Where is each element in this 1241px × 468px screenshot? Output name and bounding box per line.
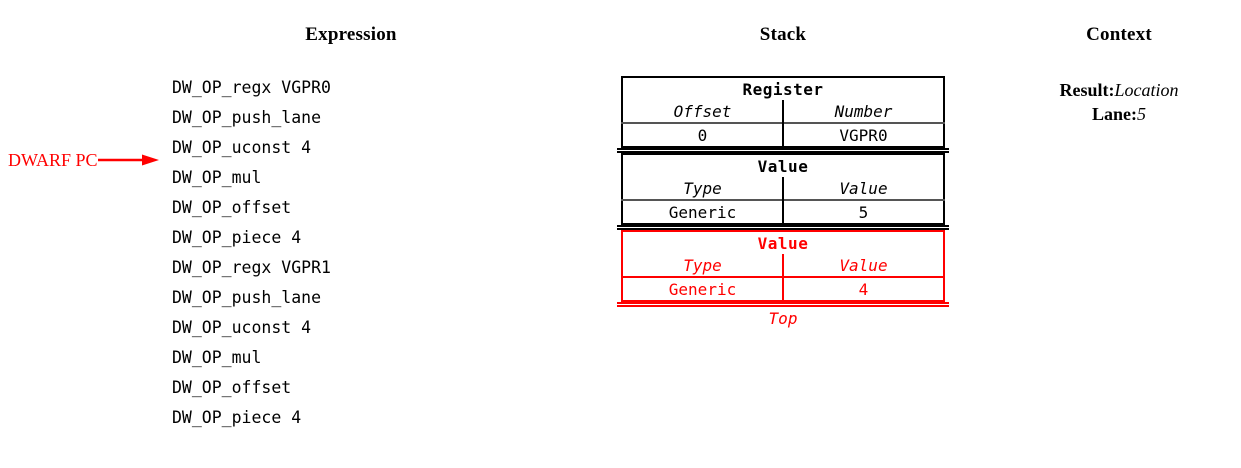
table-row: Generic 4 [622,276,944,301]
expression-line: DW_OP_uconst 4 [172,138,312,157]
expression-opcode-list: DW_OP_regx VGPR0 DW_OP_push_lane DW_OP_u… [172,73,502,433]
stack-entry-title: Register [742,79,824,99]
context-row-lane: Lane:5 [1009,102,1229,126]
stack-entry-value: 5 [783,199,944,224]
stack-top-separator [617,302,949,307]
table-row: Type Value [622,177,944,200]
stack-entry-register: Register Offset Number 0 VGPR0 [621,76,945,148]
stack-entry-value-generic-5: Value Type Value Generic 5 [621,153,945,225]
context-key: Lane: [1092,104,1137,124]
table-row: 0 VGPR0 [622,122,944,147]
expression-line: DW_OP_regx VGPR1 [172,258,331,277]
expression-line: DW_OP_push_lane [172,288,322,307]
expression-line: DW_OP_regx VGPR0 [172,78,331,97]
context-key: Result: [1059,80,1115,100]
table-row: Value [622,154,944,177]
stack-entry-column-header: Offset [622,100,784,123]
column-heading-stack: Stack [759,24,807,45]
table-row: Offset Number [622,100,944,123]
context-column: Result:Location Lane:5 [1009,78,1229,126]
context-value: Location [1114,80,1179,100]
table-row: Generic 5 [622,199,944,224]
stack-column: Register Offset Number 0 VGPR0 Value Typ… [617,76,949,331]
context-value: 5 [1137,104,1146,124]
stack-top-label: Top [768,309,798,328]
dwarf-pc-annotation: DWARF PC [8,147,160,173]
table-row: Type Value [622,254,944,277]
column-heading-expression: Expression [305,24,397,45]
expression-line: DW_OP_piece 4 [172,228,302,247]
column-heading-context: Context [1086,24,1152,45]
stack-entry-value: Generic [622,199,784,224]
arrow-right-icon [97,154,159,166]
stack-entry-value: 4 [783,276,944,301]
stack-entry-separator [617,225,949,230]
expression-line: DW_OP_push_lane [172,108,322,127]
expression-line: DW_OP_offset [172,378,292,397]
expression-line: DW_OP_offset [172,198,292,217]
dwarf-pc-label: DWARF PC [8,150,98,170]
stack-entry-column-header: Value [839,178,888,198]
expression-line: DW_OP_mul [172,348,262,367]
stack-entry-value: VGPR0 [783,122,944,147]
stack-entry-value: Generic [622,276,784,301]
stack-entry-separator [617,148,949,153]
stack-entry-top-value-generic-4: Value Type Value Generic 4 [621,230,945,302]
context-row-result: Result:Location [1009,78,1229,102]
stack-entry-title: Value [757,156,809,176]
expression-line: DW_OP_piece 4 [172,408,302,427]
table-row: Register [622,77,944,100]
stack-entry-column-header: Type [622,254,784,277]
stack-entry-title: Value [757,233,809,253]
stack-entry-column-header: Number [834,101,893,121]
stack-entry-value: 0 [622,122,784,147]
expression-line-current: DW_OP_mul [172,168,262,187]
expression-line: DW_OP_uconst 4 [172,318,312,337]
table-row: Value [622,231,944,254]
stack-entry-column-header: Value [839,255,888,275]
stack-entry-column-header: Type [622,177,784,200]
